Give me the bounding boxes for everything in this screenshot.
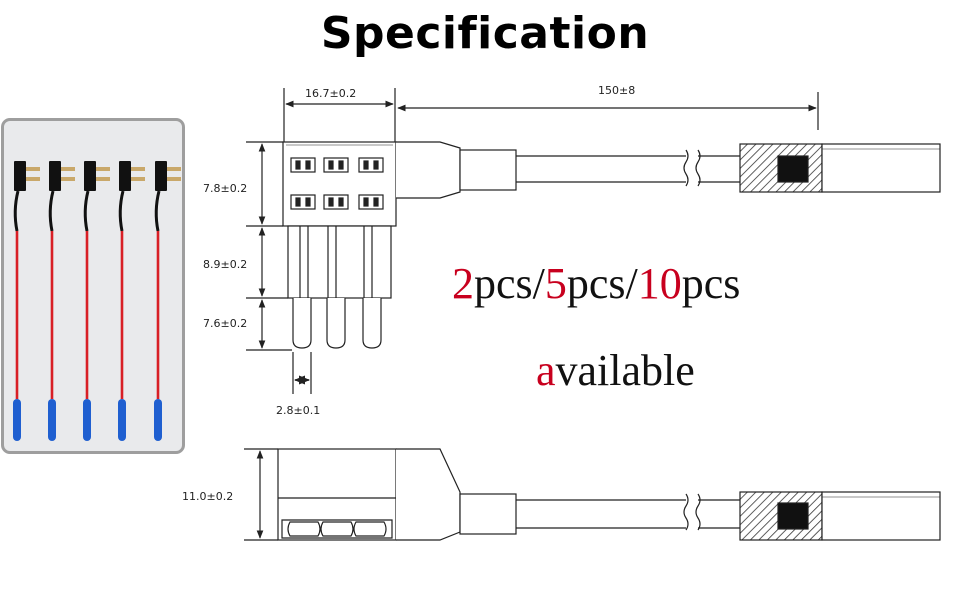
vertical-dimensions [244,141,312,541]
qty-10: 10 [637,259,682,308]
black-wire [13,190,20,232]
fuse-tap-5 [155,161,167,191]
fuse-slots [290,157,384,210]
page-title: Specification [320,8,650,59]
qty-5-unit: pcs/ [566,259,638,308]
dim-blade-width: 2.8±0.1 [276,404,321,417]
quantity-options: 2pcs/5pcs/10pcs [452,258,740,309]
black-wire [48,190,55,232]
tap-blade [61,177,75,181]
tap-blade [26,167,40,171]
availability-label: available [536,345,695,396]
qty-2-unit: pcs/ [474,259,545,308]
blade-left [292,298,312,349]
tap-blade [131,167,145,171]
qty-10-unit: pcs [681,259,741,308]
black-wire [154,190,161,232]
blue-connector-4 [118,399,126,441]
blue-connector-2 [48,399,56,441]
tap-blade [167,177,181,181]
black-wire [118,190,125,232]
tap-blade [167,167,181,171]
top-view [282,88,941,349]
dim-height-side: 11.0±0.2 [182,490,234,503]
dim-height-body: 7.8±0.2 [203,182,248,195]
qty-2: 2 [452,259,474,308]
fuse-tap-2 [49,161,61,191]
tap-blade [26,177,40,181]
blade-right [362,298,382,349]
fuse-tap-1 [14,161,26,191]
qty-5: 5 [544,259,567,308]
product-photo-panel [1,118,185,454]
black-wire [83,190,90,232]
side-view [277,448,941,541]
blue-connector-1 [13,399,21,441]
fuse-holder-stem [287,225,392,299]
product-photo [13,161,181,441]
dim-height-stem: 8.9±0.2 [203,258,248,271]
tap-blade [131,177,145,181]
tap-blade [96,167,110,171]
dim-width-top: 16.7±0.2 [305,87,357,100]
dim-cable-length: 150±8 [598,84,636,97]
avail-first-letter: a [536,346,556,395]
fuse-tap-4 [119,161,131,191]
blade-middle [326,298,346,349]
tap-blade [96,177,110,181]
fuse-holder-body [282,141,397,227]
avail-rest: vailable [555,346,695,395]
fuse-tap-3 [84,161,96,191]
blue-connector-3 [83,399,91,441]
dim-height-blades: 7.6±0.2 [203,317,248,330]
tap-blade [61,167,75,171]
blue-connector-5 [154,399,162,441]
